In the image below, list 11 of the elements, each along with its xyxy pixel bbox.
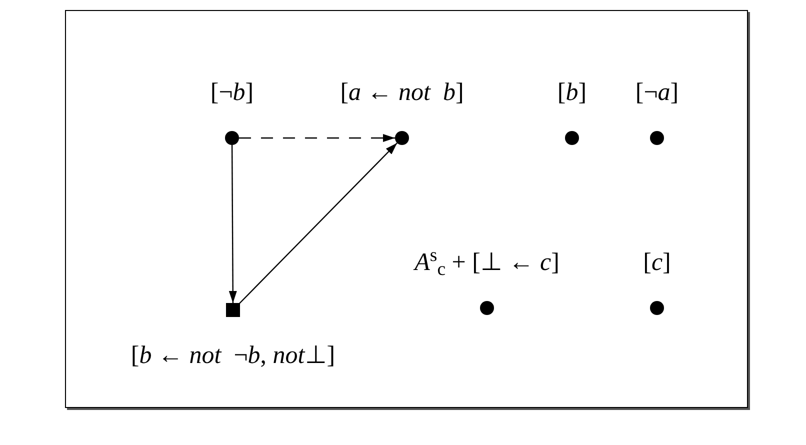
node-label: [c]	[643, 250, 671, 275]
node-label: [a ← not b]	[340, 80, 464, 105]
arrow	[228, 145, 237, 303]
node-label: [b ← not ¬b, not⊥]	[130, 343, 336, 368]
node-label: A$^{s}$$_{c}$ + [⊥ ← c]	[414, 250, 560, 275]
arrow	[237, 142, 398, 306]
arrow	[239, 134, 395, 142]
node-label: [b]	[557, 80, 587, 105]
node-label: [¬b]	[210, 80, 254, 105]
square-node	[226, 303, 240, 317]
node-label: [¬a]	[635, 80, 679, 105]
